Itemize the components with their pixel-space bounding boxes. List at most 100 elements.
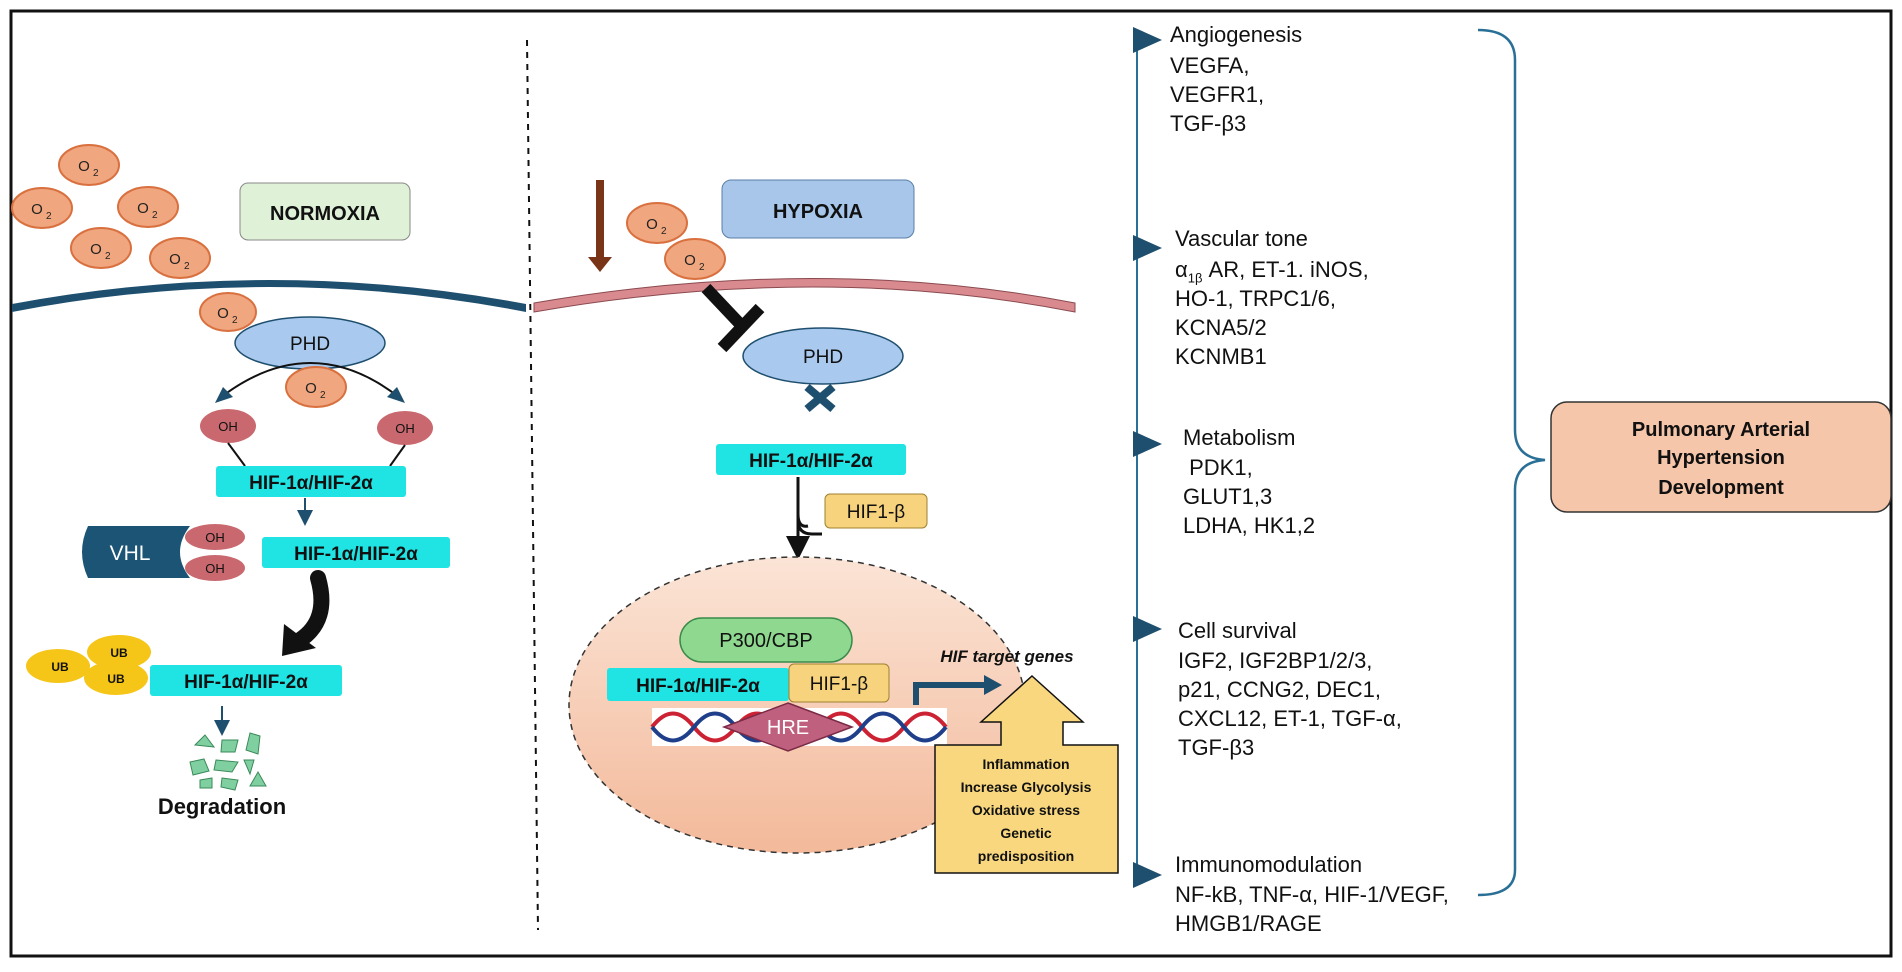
oxygen-molecule: O 2 [70,227,132,269]
svg-text:predisposition: predisposition [978,848,1074,864]
svg-text:Increase Glycolysis: Increase Glycolysis [961,779,1092,795]
group-marker [1133,27,1162,53]
svg-text:O: O [684,252,696,269]
inhibition-bar [701,283,745,329]
hif-alpha-box [716,444,906,475]
phd-enzyme [742,327,904,385]
svg-text:2: 2 [105,251,111,262]
gene-list-line: NF-kB, TNF-α, HIF-1/VEGF, [1175,882,1449,907]
transcription-arrow [913,682,990,705]
ubiquitin [87,635,151,669]
hydroxyl-group [377,411,433,445]
degradation-arrow [292,570,330,648]
hif-beta-box [788,663,890,703]
gene-list-line: VEGFA, [1170,53,1250,78]
panel-divider [526,39,539,931]
decrease-arrow [596,180,604,260]
target-genes-label: HIF target genes [940,647,1073,666]
gene-list-line: α1β AR, ET-1. iNOS, [1175,257,1369,286]
svg-text:UB: UB [110,646,128,660]
svg-text:OH: OH [395,421,415,436]
gene-list-line: CXCL12, ET-1, TGF-α, [1178,706,1402,731]
hif-alpha-box [150,665,342,696]
svg-text:HIF-1α/HIF-2α: HIF-1α/HIF-2α [294,544,418,565]
oxygen-molecule: O 2 [664,238,726,280]
svg-text:HIF1-β: HIF1-β [810,674,869,695]
hypoxia-box [721,179,915,239]
group-title-angiogenesis: Angiogenesis [1170,22,1303,47]
svg-text:O: O [305,380,317,397]
gene-list-rest: AR, ET-1. iNOS, [1202,257,1369,282]
bracket [1477,28,1546,897]
gene-list-line: PDK1, [1183,455,1253,480]
gene-list-line: LDHA, HK1,2 [1183,513,1316,538]
svg-text:Oxidative stress: Oxidative stress [972,802,1080,818]
oxygen-molecule: O 2 [199,292,257,332]
gene-list-line: KCNMB1 [1175,344,1267,369]
gene-list-line: p21, CCNG2, DEC1, [1178,677,1381,702]
group-title-cell-survival: Cell survival [1178,618,1297,643]
svg-text:HRE: HRE [767,717,809,739]
oxygen-molecule: O 2 [149,237,211,279]
gene-list-line: GLUT1,3 [1183,484,1273,509]
gene-list-line: TGF-β3 [1178,735,1255,760]
hypoxia-label: HYPOXIA [773,201,863,223]
hif-alpha-box [262,537,450,568]
svg-text:OH: OH [205,561,225,576]
svg-text:2: 2 [152,210,158,221]
gene-list-line: TGF-β3 [1170,111,1247,136]
group-title-vascular-tone: Vascular tone [1175,226,1308,251]
svg-text:Pulmonary Arterial: Pulmonary Arterial [1632,419,1810,441]
normoxia-label: NORMOXIA [270,203,380,225]
svg-text:UB: UB [51,660,69,674]
hydroxylation-arc [219,362,401,399]
group-title-immunomodulation: Immunomodulation [1175,852,1363,877]
svg-text:2: 2 [93,168,99,179]
p300-cbp-coactivator [679,617,853,663]
svg-text:2: 2 [46,211,52,222]
group-marker [1133,862,1162,888]
svg-text:OH: OH [218,419,238,434]
group-marker [1133,235,1162,261]
svg-text:HIF-1α/HIF-2α: HIF-1α/HIF-2α [749,451,873,472]
cell-membrane-normoxia [12,280,526,312]
svg-text:HIF-1α/HIF-2α: HIF-1α/HIF-2α [249,473,373,494]
arrow-head [387,387,405,403]
oxygen-molecule: O 2 [11,187,73,229]
svg-text:2: 2 [661,226,667,237]
vhl-label: VHL [110,542,151,565]
gene-list-line: IGF2, IGF2BP1/2/3, [1178,648,1373,673]
svg-text:O: O [31,201,43,218]
normoxia-box [239,182,411,241]
svg-text:Hypertension: Hypertension [1657,447,1785,469]
svg-text:O: O [217,305,229,322]
svg-text:O: O [169,251,181,268]
risk-factors-box [934,674,1119,874]
outcome-box [1550,401,1892,513]
gene-list-line: HO-1, TRPC1/6, [1175,286,1336,311]
svg-text:O: O [78,158,90,175]
oxygen-molecule: O 2 [285,366,347,408]
svg-text:2: 2 [232,315,238,326]
group-title-metabolism: Metabolism [1183,425,1296,450]
gene-list-line: HMGB1/RAGE [1175,911,1322,936]
svg-text:2: 2 [699,262,705,273]
svg-text:2: 2 [320,390,326,401]
ubiquitin [84,661,148,695]
hif-alpha-box [607,668,789,701]
svg-text:2: 2 [184,261,190,272]
degradation-label: Degradation [158,794,286,819]
group-marker [1133,431,1162,457]
hydroxyl-group [185,555,245,581]
vhl-protein [82,526,190,578]
gene-list-line: VEGFR1, [1170,82,1265,107]
svg-text:HIF-1α/HIF-2α: HIF-1α/HIF-2α [636,676,760,697]
protein-fragments [189,732,267,791]
svg-text:HIF1-β: HIF1-β [847,502,906,523]
gene-list-line: KCNA5/2 [1175,315,1267,340]
hif-beta-box [824,493,928,529]
phd-label: PHD [290,334,330,355]
oxygen-molecule: O 2 [626,202,688,244]
cell-membrane-hypoxia [533,278,1076,313]
svg-text:OH: OH [205,530,225,545]
